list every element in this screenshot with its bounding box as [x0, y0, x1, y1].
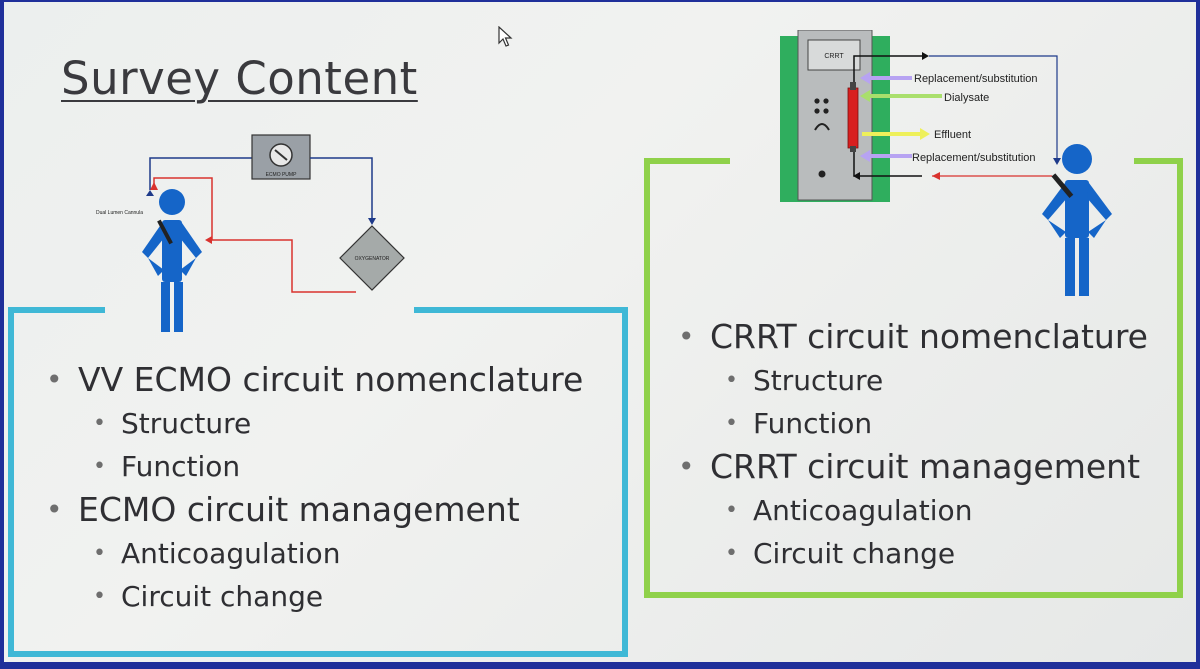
ecmo-content-frame	[8, 307, 628, 657]
list-item: VV ECMO circuit nomenclature	[46, 358, 583, 402]
frame-segment	[644, 158, 730, 164]
replacement-top-label: Replacement/substitution	[914, 73, 1038, 85]
list-item: CRRT circuit management	[678, 445, 1148, 489]
pump-label: ECMO PUMP	[266, 172, 298, 178]
cannula-label: Dual Lumen Cannula	[96, 210, 143, 216]
list-subitem: Anticoagulation	[46, 532, 583, 575]
crrt-content-frame	[644, 158, 1183, 598]
ecmo-circuit-diagram: ECMO PUMP OXYGENATOR Dual Lumen Cannula	[96, 134, 405, 332]
list-subitem: Function	[46, 445, 583, 488]
crrt-machine-icon	[780, 30, 890, 202]
oxygenator-icon	[339, 225, 405, 291]
list-subitem: Structure	[46, 402, 583, 445]
list-item: ECMO circuit management	[46, 488, 583, 532]
oxygenator-label: OXYGENATOR	[355, 256, 390, 262]
list-subitem: Circuit change	[678, 532, 1148, 575]
list-subitem: Circuit change	[46, 575, 583, 618]
crrt-circuit-diagram: CRRT Replacement/substitution Dialysate	[780, 30, 1061, 202]
replacement-bottom-label: Replacement/substitution	[912, 152, 1036, 164]
filter-icon	[847, 82, 859, 152]
effluent-label: Effluent	[934, 129, 971, 141]
frame-segment	[1134, 158, 1177, 164]
list-subitem: Anticoagulation	[678, 489, 1148, 532]
dialysate-label: Dialysate	[944, 92, 989, 104]
ecmo-topic-list: VV ECMO circuit nomenclature Structure F…	[46, 358, 583, 618]
pump-icon	[251, 134, 311, 180]
list-subitem: Structure	[678, 359, 1148, 402]
crrt-machine-label: CRRT	[824, 53, 844, 60]
slide: Survey Content ECMO	[4, 2, 1196, 662]
frame-segment	[8, 307, 105, 313]
frame-segment	[414, 307, 622, 313]
slide-title: Survey Content	[61, 52, 418, 105]
crrt-topic-list: CRRT circuit nomenclature Structure Func…	[678, 315, 1148, 575]
mouse-cursor-icon	[498, 26, 513, 47]
list-subitem: Function	[678, 402, 1148, 445]
person-icon	[1042, 144, 1112, 296]
list-item: CRRT circuit nomenclature	[678, 315, 1148, 359]
